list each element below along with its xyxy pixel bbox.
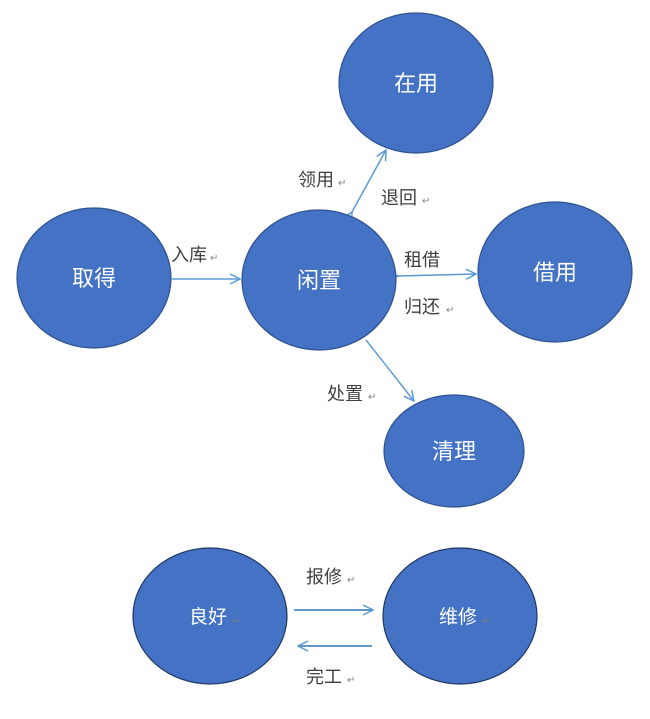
node-acquire: 取得	[16, 207, 172, 349]
edge-lease-return-arrow	[398, 274, 476, 276]
node-borrowed: 借用	[477, 201, 633, 343]
edge-label-receive: 领用	[298, 170, 334, 191]
edge-label-complete: 完工	[306, 667, 342, 688]
edge-receive-return-arrow	[352, 150, 386, 212]
paragraph-mark-icon: ↵	[446, 305, 454, 316]
node-borrowed-label: 借用	[533, 261, 577, 286]
node-in-use: 在用	[338, 12, 494, 154]
node-good: 良好 ↵	[132, 547, 288, 685]
paragraph-mark-icon: ↵	[347, 575, 355, 586]
node-repair: 维修 ↵	[382, 547, 538, 685]
edge-label-report-repair: 报修	[306, 567, 342, 588]
node-good-label: 良好	[189, 606, 227, 628]
paragraph-mark-icon: ↵	[368, 392, 376, 403]
edge-label-give-back: 归还	[404, 297, 440, 318]
node-idle-label: 闲置	[297, 269, 341, 294]
node-cleanup-label: 清理	[432, 440, 476, 465]
paragraph-mark-icon: ↵	[338, 178, 346, 189]
edge-label-lease: 租借	[404, 250, 440, 271]
node-in-use-label: 在用	[394, 72, 438, 97]
edge-label-stock-in: 入库	[171, 245, 207, 266]
edge-label-dispose: 处置	[327, 384, 363, 405]
paragraph-mark-icon: ↵	[422, 196, 430, 207]
paragraph-mark-icon: ↵	[232, 616, 240, 627]
paragraph-mark-icon: ↵	[210, 253, 218, 264]
paragraph-mark-icon: ↵	[482, 616, 490, 627]
edge-label-return: 退回	[381, 188, 417, 209]
node-repair-label: 维修	[439, 606, 477, 628]
node-cleanup: 清理	[383, 394, 525, 508]
node-idle: 闲置	[241, 209, 397, 351]
paragraph-mark-icon: ↵	[347, 675, 355, 686]
edge-dispose-arrow	[365, 339, 414, 401]
node-acquire-label: 取得	[72, 267, 116, 292]
